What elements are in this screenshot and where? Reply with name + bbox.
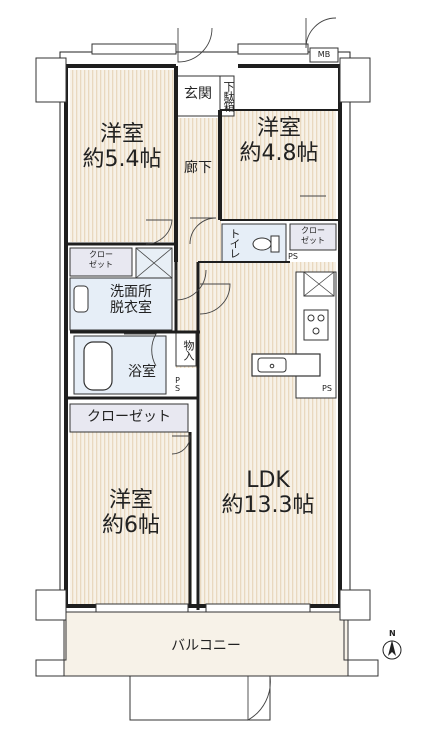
sink-drain [269,363,275,369]
washroom-label: 洗面所 脱衣室 [110,284,152,317]
column-top-left [35,57,67,103]
western-room-3-label: 洋室 約6帖 [72,488,190,539]
kitchen-sink [257,357,287,373]
western-room-3-name: 洋室 [108,488,153,513]
entrance-label: 玄関 [184,86,212,102]
western-room-2-name: 洋室 [256,116,301,141]
windows [91,43,311,613]
stove [303,309,329,341]
wash-basin [73,285,89,313]
storage-label: 物入 [182,340,195,360]
shoe-box-label: 下駄箱 [222,81,235,111]
ps-label-1: PS [288,252,298,261]
balcony-floor [63,611,349,677]
toilet-label: トイレ [228,228,241,258]
ldk-label: LDK 約13.3帖 [200,468,336,519]
bathtub [83,341,113,391]
ldk-size: 約13.3帖 [221,493,315,519]
western-room-1-size: 約5.4帖 [82,147,162,173]
closet-2-box [289,223,337,251]
closet-1-label: クロー ゼット [89,250,113,269]
ps-label-3: PS [322,384,332,393]
closet-2-label: クロー ゼット [301,226,325,245]
fridge-cross-b [303,271,335,297]
western-room-1-label: 洋室 約5.4帖 [70,122,174,173]
closet-3-label: クローゼット [87,409,171,425]
floor-western-room-2 [222,110,336,220]
toilet-tank [270,235,280,253]
north-label: N [389,629,396,638]
western-room-2-label: 洋室 約4.8帖 [222,116,336,167]
balcony-label: バルコニー [171,638,241,654]
burner-1 [307,314,315,322]
western-room-1-name: 洋室 [99,122,144,147]
hallway-label: 廊下 [184,160,212,176]
mb-box [309,47,339,63]
floor-hallway [176,118,221,268]
column-bottom-right [339,589,371,621]
ldk-name: LDK [246,468,290,493]
doors [124,17,337,721]
walls [64,64,342,610]
floor-western-room-3 [70,432,192,604]
floor-ldk-lower [200,452,336,604]
mb-label: MB [317,50,331,59]
closet-1-box [69,247,133,277]
toilet-bowl [252,237,272,251]
column-top-right [339,57,371,103]
north-arrow-icon [388,640,396,656]
western-room-2-size: 約4.8帖 [239,141,319,167]
bathroom-label: 浴室 [128,364,156,380]
column-bottom-left [35,589,67,621]
floor-western-room-1 [70,70,175,242]
closet-3-box [69,403,189,433]
ps-label-2: PS [173,376,182,392]
laundry-cross-b [135,247,173,279]
burner-3 [312,327,320,335]
shoe-box [219,75,235,117]
western-room-3-size: 約6帖 [102,513,160,539]
burner-2 [317,314,325,322]
